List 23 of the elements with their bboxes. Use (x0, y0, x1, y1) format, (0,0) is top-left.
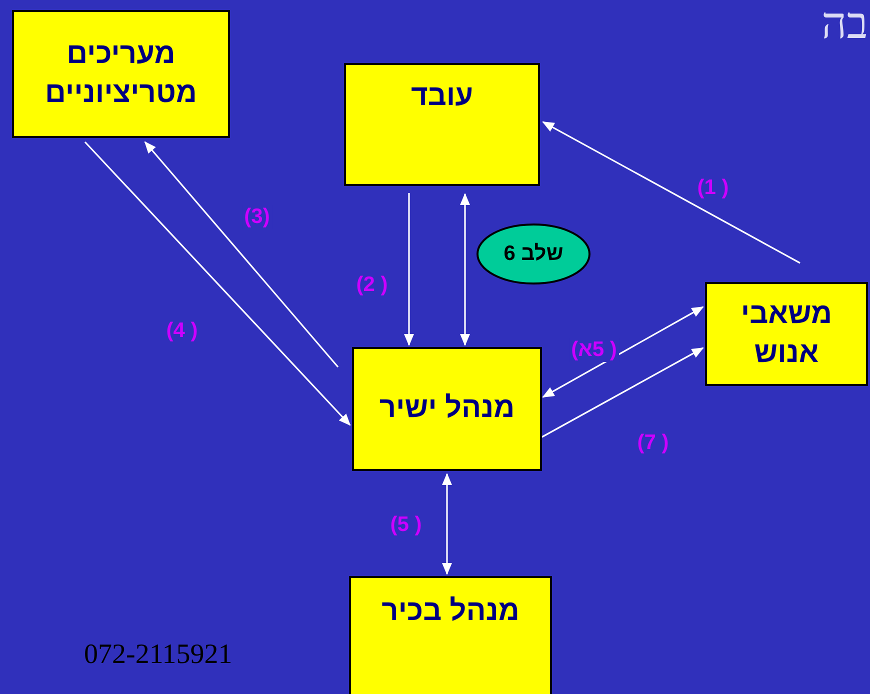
step-number: (4 ) (164, 319, 200, 343)
arrow (460, 193, 470, 346)
arrow (542, 121, 800, 264)
role-box: מנהל בכיר (349, 576, 552, 694)
step-number: (א5 ) (569, 338, 619, 362)
arrow (404, 193, 414, 346)
step-number: (3) (242, 205, 272, 229)
role-box: מנהל ישיר (352, 347, 542, 471)
heading-fragment: בה (820, 0, 868, 48)
role-box: עובד (344, 63, 540, 186)
arrow (84, 141, 351, 426)
step-number: (2 ) (354, 273, 390, 297)
arrow (442, 473, 452, 575)
stage-ellipse: שלב 6 (476, 223, 591, 285)
role-box: משאבי אנוש (705, 282, 868, 386)
arrow (144, 141, 339, 368)
step-number: (7 ) (635, 431, 671, 455)
role-box: מעריכים מטריציוניים (12, 10, 230, 138)
phone-number: 072-2115921 (84, 640, 234, 671)
step-number: (1 ) (695, 176, 731, 200)
arrow (542, 347, 704, 438)
step-number: (5 ) (388, 513, 424, 537)
arrow (542, 306, 704, 398)
